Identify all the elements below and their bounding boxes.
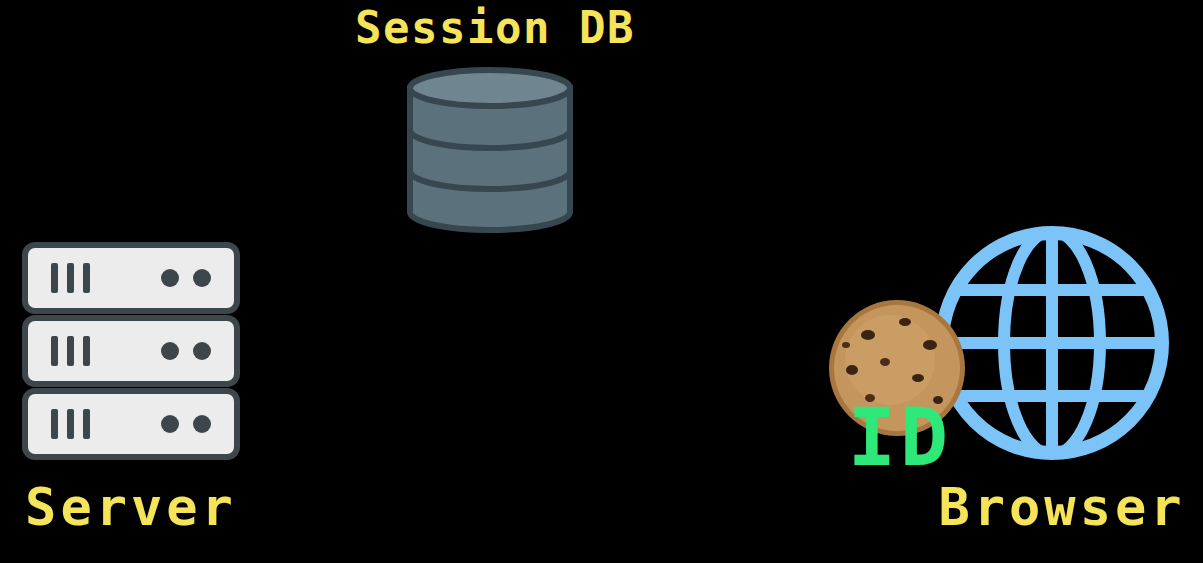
- browser-node: Browser: [930, 220, 1198, 546]
- server-icon: [25, 245, 237, 457]
- database-top: [410, 70, 570, 106]
- server-unit: [25, 245, 237, 311]
- database-band: [410, 130, 570, 148]
- database-node: Session DB: [345, 4, 645, 236]
- cookie-label: ID: [848, 398, 952, 478]
- database-band: [410, 171, 570, 189]
- database-icon: [410, 70, 570, 230]
- icon-label: Session DB: [355, 6, 635, 50]
- server-unit: [25, 391, 237, 457]
- server-node: Server: [15, 236, 255, 546]
- cookie-node: ID: [826, 296, 968, 486]
- database-body: [410, 88, 570, 230]
- icon-label: Server: [25, 481, 237, 533]
- globe-icon: [930, 225, 1175, 461]
- icon-label: Browser: [938, 481, 1185, 533]
- server-unit: [25, 318, 237, 384]
